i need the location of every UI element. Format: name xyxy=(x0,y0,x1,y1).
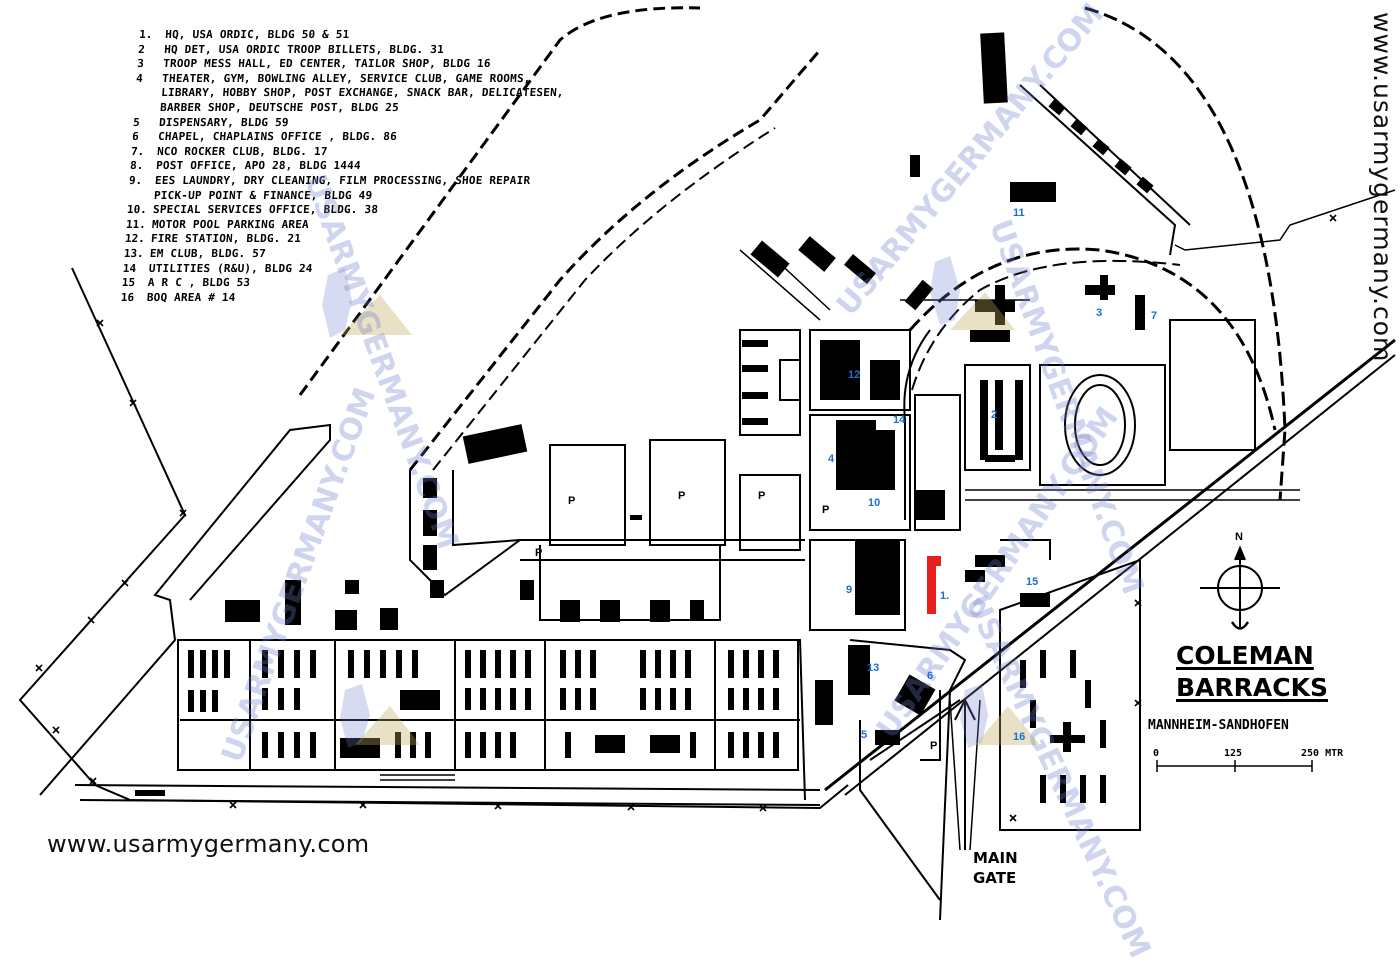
legend-item-text: EES LAUNDRY, DRY CLEANING, FILM PROCESSI… xyxy=(153,173,531,202)
rail-spur-middle xyxy=(408,49,822,471)
building-number-15: 15 xyxy=(1026,576,1039,588)
compass-north-label: N xyxy=(1235,531,1243,543)
rail-loop xyxy=(1084,6,1287,501)
building-number-3: 3 xyxy=(1096,307,1103,319)
legend-item-text: MOTOR POOL PARKING AREA xyxy=(151,217,310,231)
title-line-1: COLEMAN xyxy=(1176,641,1314,670)
legend-item-text: DISPENSARY, BLDG 59 xyxy=(158,115,290,129)
hq-highlight xyxy=(927,556,941,614)
building-number-5: 5 xyxy=(861,729,868,741)
legend-item: 4 THEATER, GYM, BOWLING ALLEY, SERVICE CL… xyxy=(134,72,567,116)
legend-item-text: THEATER, GYM, BOWLING ALLEY, SERVICE CLU… xyxy=(159,71,565,114)
legend-item-number: 4 xyxy=(135,71,144,85)
buildings xyxy=(135,32,1154,796)
building-number-11: 11 xyxy=(1013,207,1025,219)
legend-item-text: POST OFFICE, APO 28, BLDG 1444 xyxy=(155,159,362,173)
building-number-14: 14 xyxy=(893,414,906,426)
building-number-1: 1. xyxy=(940,590,950,602)
legend-item: 6 CHAPEL, CHAPLAINS OFFICE , BLDG. 86 xyxy=(132,130,563,145)
legend-item: 3 TROOP MESS HALL, ED CENTER, TAILOR SHOP… xyxy=(137,57,568,72)
building-number-13: 13 xyxy=(867,662,880,674)
legend-item-number: 11. xyxy=(125,217,147,231)
scale-bar xyxy=(1156,760,1313,772)
building-number-16: 16 xyxy=(1013,731,1026,743)
scale-label-250: 250 MTR xyxy=(1301,748,1344,759)
legend-item: 5 DISPENSARY, BLDG 59 xyxy=(133,116,564,131)
legend-item-number: 1. xyxy=(138,28,153,41)
legend-item-number: 14 xyxy=(122,261,137,275)
parking-label: P xyxy=(822,504,830,516)
legend-item-number: 2 xyxy=(137,42,146,56)
legend-item-text: HQ, USA ORDIC, BLDG 50 & 51 xyxy=(164,28,350,41)
fence-markers xyxy=(35,214,1337,822)
legend-item: 8. POST OFFICE, APO 28, BLDG 1444 xyxy=(129,159,560,174)
building-number-9: 9 xyxy=(846,584,853,596)
parking-label: P xyxy=(758,490,766,502)
legend-item-number: 5 xyxy=(132,115,141,129)
building-number-12: 12 xyxy=(848,369,861,381)
scale-label-0: 0 xyxy=(1153,748,1160,759)
website-url-vertical: www.usarmygermany.com xyxy=(1368,12,1397,363)
main-gate-label: MAIN GATE xyxy=(973,848,1018,888)
legend-item: 2 HQ DET, USA ORDIC TROOP BILLETS, BLDG. … xyxy=(138,43,569,58)
legend-item: 7. NCO ROCKER CLUB, BLDG. 17 xyxy=(131,145,562,160)
legend-item: 1. HQ, USA ORDIC, BLDG 50 & 51 xyxy=(139,28,570,43)
main-gate-line-1: MAIN xyxy=(973,849,1018,867)
legend-item-text: SPECIAL SERVICES OFFICE, BLDG. 38 xyxy=(152,203,379,217)
compass-rose xyxy=(1200,545,1280,630)
building-number-7: 7 xyxy=(1151,310,1158,322)
main-gate-line-2: GATE xyxy=(973,869,1017,887)
legend-item-number: 13. xyxy=(123,246,145,260)
legend-item-number: 10. xyxy=(126,203,148,217)
building-number-4: 4 xyxy=(828,453,835,465)
legend-item-text: NCO ROCKER CLUB, BLDG. 17 xyxy=(156,144,329,158)
legend-item-number: 7. xyxy=(130,144,145,158)
building-number-2: 2 xyxy=(991,409,998,421)
parking-label: P xyxy=(535,547,543,559)
legend-item-number: 16 xyxy=(120,290,135,304)
watermark-emblems xyxy=(322,256,1040,748)
legend-item-number: 8. xyxy=(129,159,144,173)
legend-item-text: HQ DET, USA ORDIC TROOP BILLETS, BLDG. 3… xyxy=(163,42,445,56)
legend-item-number: 12. xyxy=(124,232,146,246)
legend-item-number: 9. xyxy=(128,173,143,187)
legend-item: 9. EES LAUNDRY, DRY CLEANING, FILM PROCES… xyxy=(127,174,559,203)
map-subtitle: MANNHEIM-SANDHOFEN xyxy=(1148,718,1289,733)
legend-item-number: 3 xyxy=(136,57,145,71)
building-number-6: 6 xyxy=(927,670,934,682)
legend-item-number: 15 xyxy=(121,276,136,290)
barracks-rows xyxy=(188,650,1106,803)
parking-label: P xyxy=(568,495,576,507)
legend-item-number: 6 xyxy=(131,130,140,144)
title-line-2: BARRACKS xyxy=(1176,673,1328,702)
building-number-10: 10 xyxy=(868,497,881,509)
map-title: COLEMAN BARRACKS xyxy=(1176,640,1328,704)
website-url-bottom: www.usarmygermany.com xyxy=(47,830,370,858)
scale-label-125: 125 xyxy=(1224,748,1243,759)
legend-item-text: TROOP MESS HALL, ED CENTER, TAILOR SHOP,… xyxy=(162,57,492,71)
rail-spur-west xyxy=(298,6,701,396)
main-gate-arrow xyxy=(954,699,976,850)
legend-item-text: CHAPEL, CHAPLAINS OFFICE , BLDG. 86 xyxy=(157,130,398,144)
parking-label: P xyxy=(678,490,686,502)
parking-label: P xyxy=(930,740,938,752)
